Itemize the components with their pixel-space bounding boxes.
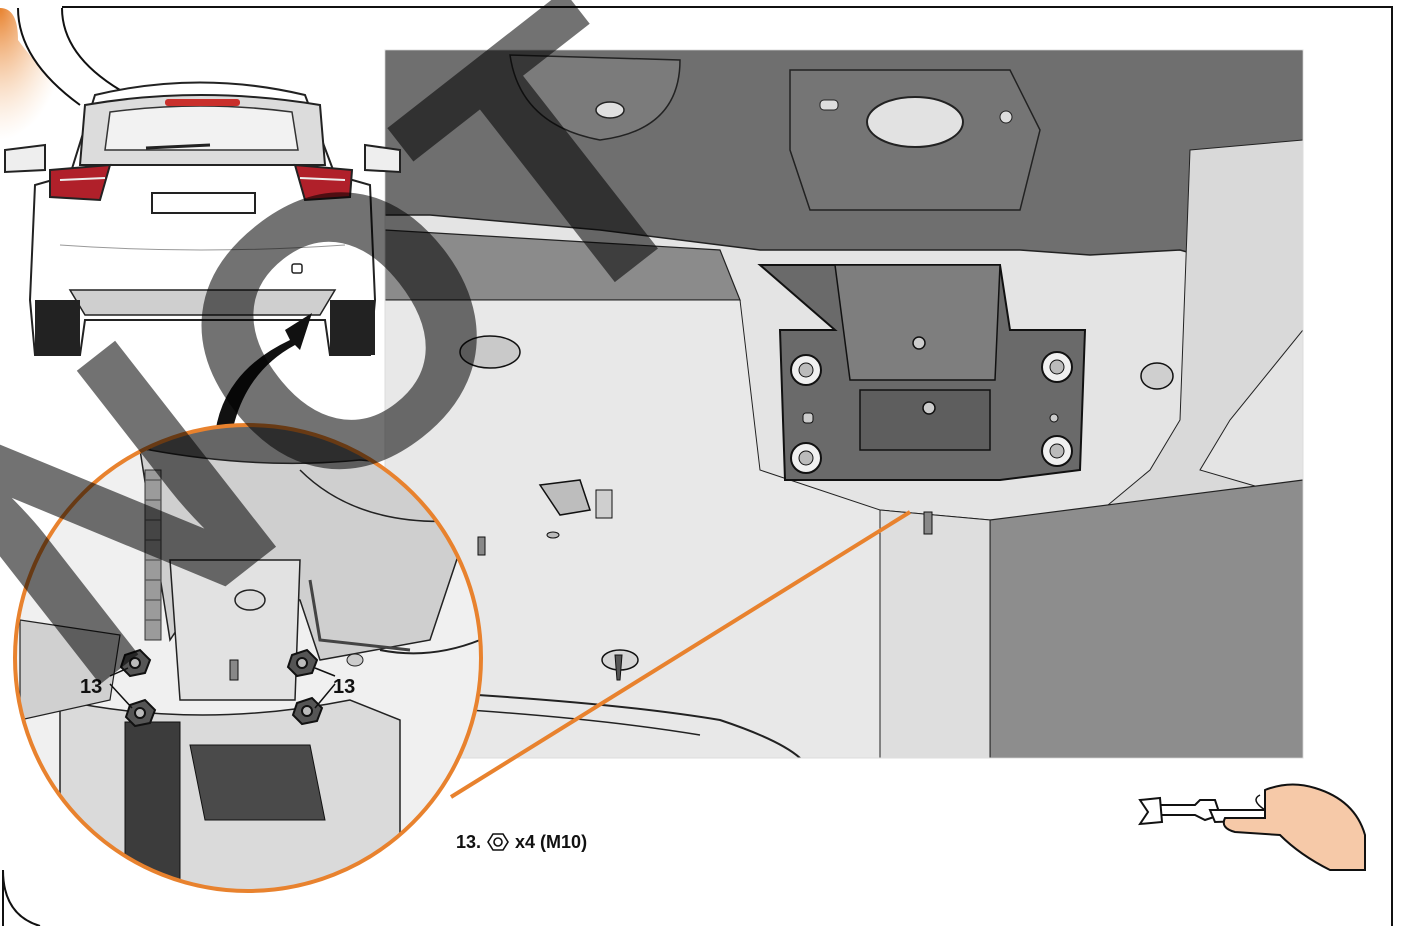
- quantity-text: x4 (M10): [515, 831, 588, 852]
- frame-corner-curve: [2, 869, 41, 926]
- callout-label-left: 13: [80, 676, 102, 698]
- zoom-connector-line: [449, 510, 912, 799]
- car-rear-view-icon: [4, 81, 401, 356]
- underbody-view: [385, 50, 1303, 758]
- step-number: 13.: [456, 831, 482, 852]
- detail-zoom-ring: [13, 423, 483, 893]
- hand-wrench-icon: [1138, 783, 1366, 871]
- callout-label-right: 13: [333, 676, 355, 698]
- detail-zoom: [15, 425, 481, 891]
- corner-accent: [0, 7, 121, 140]
- flange-nut-icon: [487, 833, 509, 851]
- step-caption: 13. x4 (M10): [456, 831, 587, 853]
- main-view-border: [384, 49, 1304, 759]
